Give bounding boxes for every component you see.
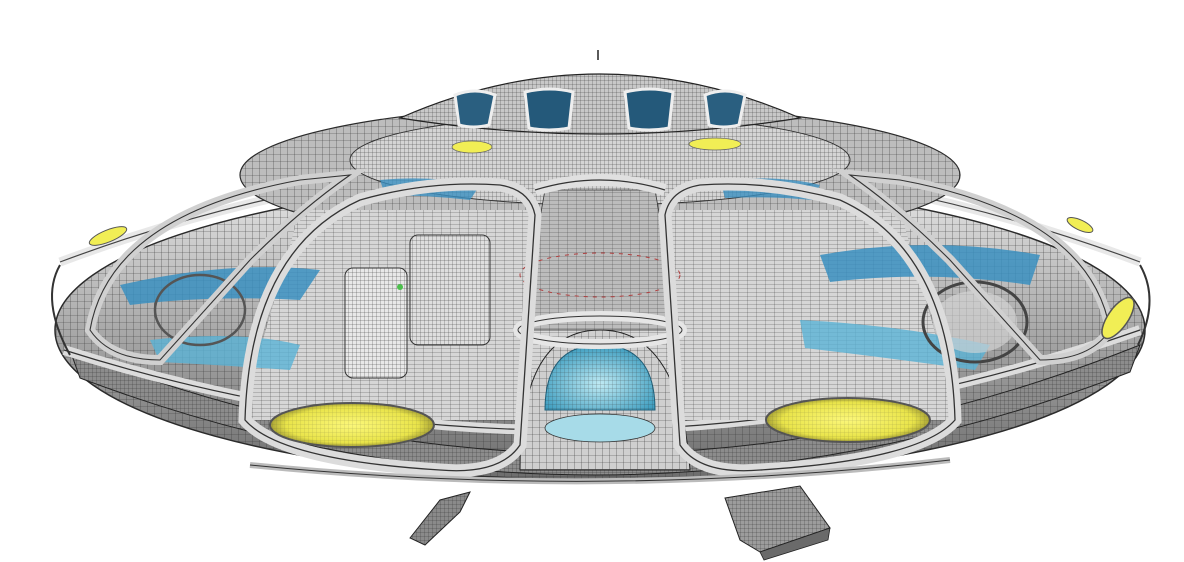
machinery [344, 234, 491, 379]
central-reactor [513, 311, 691, 471]
landing-legs [409, 485, 831, 561]
outline-accents [51, 264, 1151, 485]
top-dome [397, 50, 803, 154]
interior [120, 178, 1040, 420]
dome-windows [453, 87, 747, 132]
yellow-pads [88, 217, 1135, 448]
hull-ribs [84, 168, 1116, 478]
